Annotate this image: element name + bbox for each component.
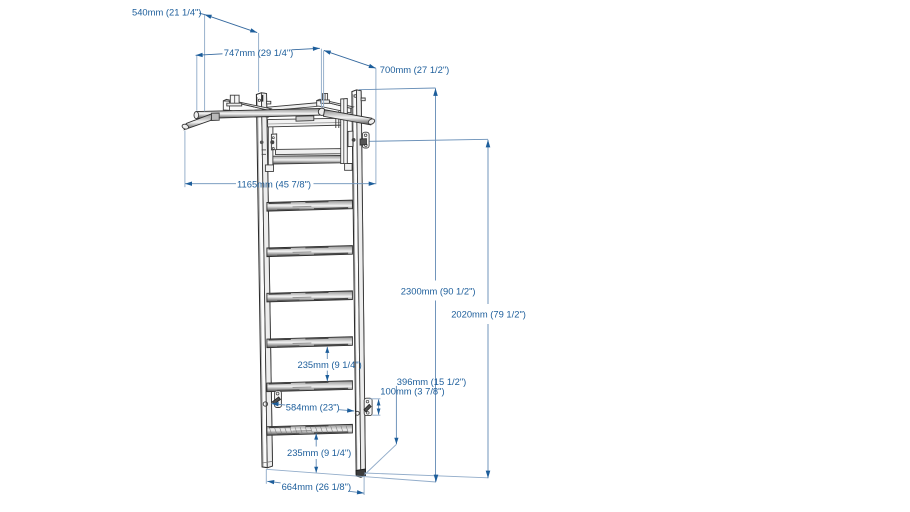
svg-text:664mm (26 1/8"): 664mm (26 1/8") xyxy=(282,481,352,492)
svg-text:235mm (9 1/4"): 235mm (9 1/4") xyxy=(298,359,362,370)
svg-text:235mm (9 1/4"): 235mm (9 1/4") xyxy=(287,447,351,458)
svg-text:584mm (23"): 584mm (23") xyxy=(286,402,340,413)
svg-text:2020mm (79 1/2"): 2020mm (79 1/2") xyxy=(451,309,526,320)
svg-text:700mm (27 1/2"): 700mm (27 1/2") xyxy=(380,64,450,75)
svg-text:100mm (3 7/8"): 100mm (3 7/8") xyxy=(380,386,444,397)
svg-text:747mm (29 1/4"): 747mm (29 1/4") xyxy=(224,47,294,58)
svg-text:2300mm (90 1/2"): 2300mm (90 1/2") xyxy=(401,286,476,297)
svg-text:396mm (15 1/2"): 396mm (15 1/2") xyxy=(397,376,467,387)
svg-text:1165mm (45 7/8"): 1165mm (45 7/8") xyxy=(237,179,311,190)
svg-text:540mm (21 1/4"): 540mm (21 1/4") xyxy=(132,7,202,18)
